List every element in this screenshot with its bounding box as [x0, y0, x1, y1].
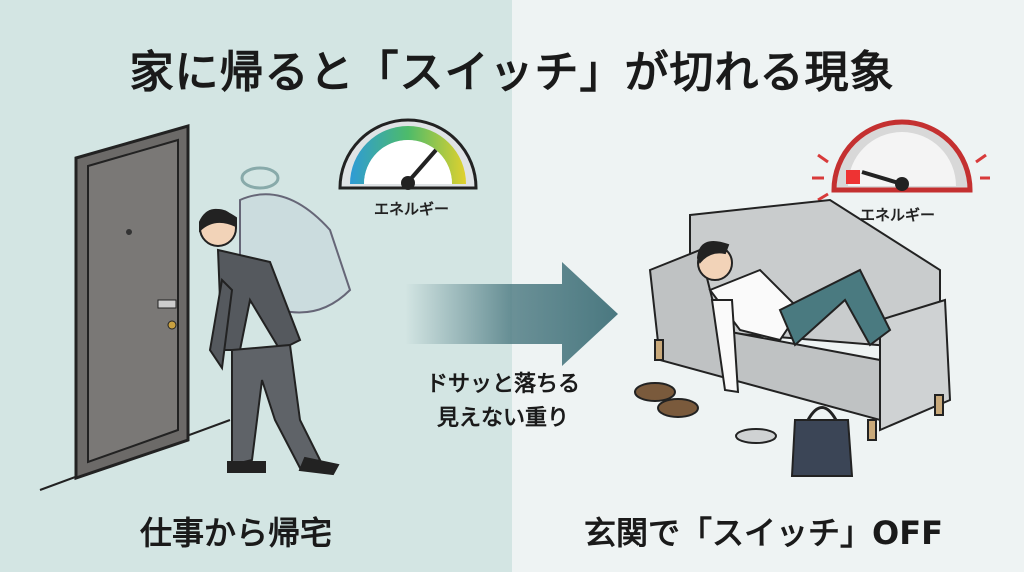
arrow-icon [405, 262, 618, 366]
page-title: 家に帰ると「スイッチ」が切れる現象 [129, 47, 895, 98]
energy-label-left: エネルギー [374, 200, 450, 218]
alert-rays-icon [812, 153, 990, 202]
energy-gauge-high [338, 118, 478, 190]
tired-businessman [199, 209, 340, 476]
right-caption: 玄関で「スイッチ」OFF [584, 514, 943, 552]
lying-man [696, 241, 892, 394]
left-caption: 仕事から帰宅 [140, 514, 333, 552]
door-icon [74, 124, 190, 481]
energy-gauge-empty [812, 119, 990, 202]
arrow-caption: ドサッと落ちる 見えない重り [408, 368, 598, 436]
bag-icon [790, 406, 854, 477]
slippers-icon [735, 428, 777, 444]
energy-label-right: エネルギー [860, 206, 936, 224]
shoes-icon [634, 382, 699, 418]
arrow-caption-line2: 見えない重り [436, 406, 569, 431]
arrow-caption-line1: ドサッと落ちる [425, 372, 580, 397]
